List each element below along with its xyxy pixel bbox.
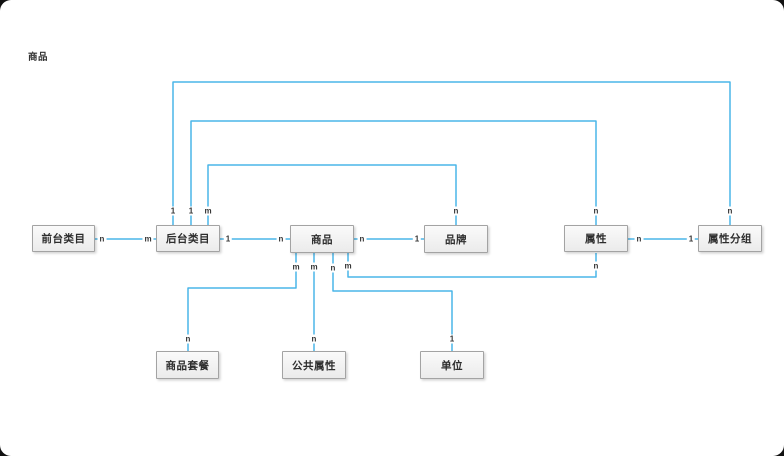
cardinality-label: m [142, 234, 154, 244]
entity-label-product: 商品 [311, 233, 333, 246]
entity-box-brand[interactable]: 品牌 [424, 225, 488, 253]
entity-label-front-category: 前台类目 [41, 233, 86, 245]
cardinality-label: 1 [223, 234, 233, 244]
cardinality-label: 1 [412, 234, 422, 244]
cardinality-label: 1 [168, 206, 178, 216]
entity-box-product-package[interactable]: 商品套餐 [156, 351, 219, 379]
entity-label-attribute: 属性 [585, 233, 607, 245]
entity-label-attribute-group: 属性分组 [708, 233, 752, 245]
edge-back-category--brand[interactable] [207, 164, 457, 225]
cardinality-label: n [328, 263, 338, 273]
edge-back-category--attribute[interactable] [190, 120, 597, 225]
entity-label-product-package: 商品套餐 [165, 359, 210, 372]
cardinality-label: m [308, 262, 320, 272]
diagram-title: 商品 [28, 52, 49, 63]
cardinality-label: m [202, 206, 214, 216]
entity-box-back-category[interactable]: 后台类目 [156, 225, 220, 252]
cardinality-label: n [183, 334, 193, 344]
entity-box-product[interactable]: 商品 [290, 225, 354, 253]
cardinality-label: n [97, 234, 107, 244]
entity-box-common-attribute[interactable]: 公共属性 [282, 351, 346, 379]
cardinality-label: m [290, 262, 302, 272]
entity-label-back-category: 后台类目 [166, 233, 210, 245]
entity-box-attribute[interactable]: 属性 [564, 225, 628, 252]
entity-label-brand: 品牌 [445, 233, 467, 246]
entity-box-unit[interactable]: 单位 [420, 351, 484, 379]
edge-product--product-package[interactable] [187, 253, 297, 351]
cardinality-label: 1 [447, 334, 457, 344]
cardinality-label: n [725, 206, 735, 216]
cardinality-label: m [342, 261, 354, 271]
cardinality-label: n [591, 261, 601, 271]
edge-back-category--attribute-group[interactable] [172, 81, 731, 225]
cardinality-label: n [634, 234, 644, 244]
cardinality-label: n [309, 334, 319, 344]
entity-box-attribute-group[interactable]: 属性分组 [698, 225, 762, 252]
cardinality-label: n [591, 206, 601, 216]
cardinality-label: n [451, 206, 461, 216]
edge-product--attribute[interactable] [347, 253, 597, 278]
cardinality-label: 1 [186, 206, 196, 216]
cardinality-label: 1 [686, 234, 696, 244]
cardinality-label: n [357, 234, 367, 244]
entity-label-unit: 单位 [441, 359, 463, 372]
entity-label-common-attribute: 公共属性 [292, 359, 336, 372]
entity-box-front-category[interactable]: 前台类目 [32, 225, 95, 252]
cardinality-label: n [276, 234, 286, 244]
